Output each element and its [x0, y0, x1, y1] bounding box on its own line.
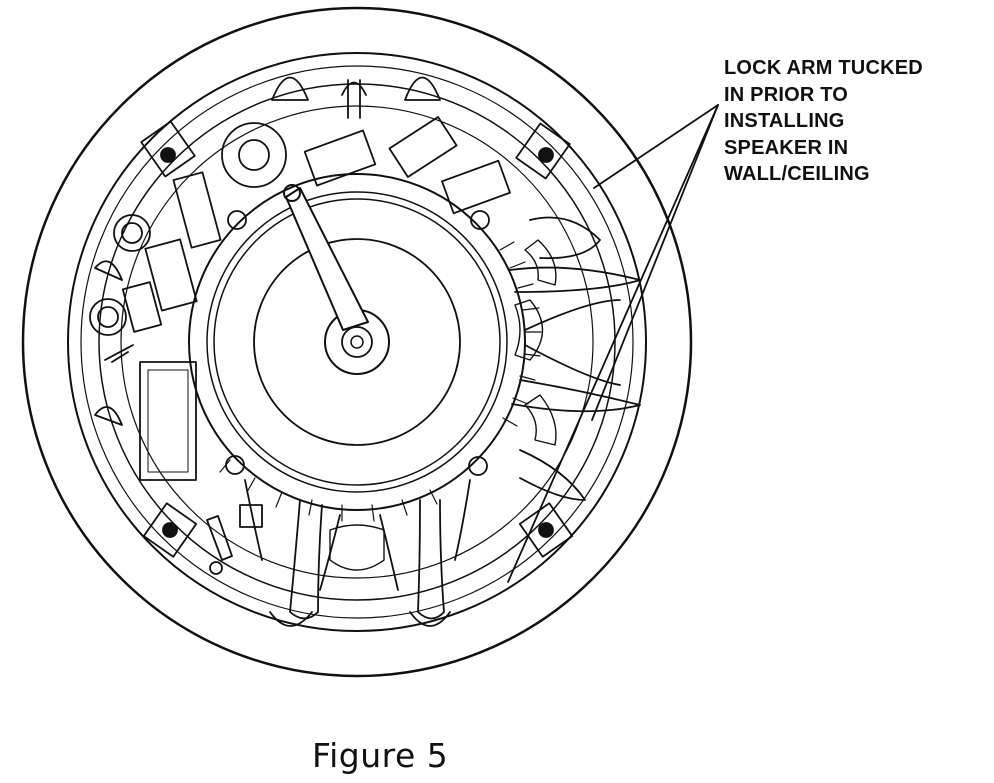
motor-ring-2	[206, 191, 508, 493]
capacitor-3	[441, 159, 511, 215]
lock-arm-callout: LOCK ARM TUCKED IN PRIOR TO INSTALLING S…	[724, 55, 986, 188]
resistor-3	[121, 281, 163, 333]
resistor-2	[144, 238, 198, 312]
callout-leaders	[507, 104, 719, 583]
capacitor-4	[139, 361, 197, 481]
frame-inner-edge	[80, 65, 634, 619]
basket-cutouts	[329, 239, 557, 571]
top-clip	[341, 79, 367, 119]
speaker-frame	[67, 52, 647, 632]
lock-arm	[283, 184, 369, 331]
center-pin	[350, 335, 364, 349]
motor-notches	[219, 241, 542, 522]
crossover-components	[89, 116, 511, 481]
center-post	[341, 326, 373, 358]
figure-caption: Figure 5	[312, 736, 449, 775]
outer-trim-ring	[21, 6, 693, 678]
motor-ring-3	[213, 198, 501, 486]
rim-tabs	[94, 76, 451, 627]
terminal-ring	[221, 122, 287, 188]
callout-line-2: IN PRIOR TO	[724, 83, 849, 106]
basket-ring-outer	[98, 83, 616, 601]
port-2	[89, 298, 127, 336]
magnet-face	[253, 238, 461, 446]
lock-lever	[206, 504, 263, 575]
motor-ring-outer	[188, 173, 526, 511]
callout-line-5: WALL/CEILING	[724, 163, 870, 185]
capacitor-2	[388, 116, 458, 178]
capacitor-1	[303, 129, 377, 187]
port-1	[113, 214, 151, 252]
resistor-1	[172, 171, 222, 249]
basket-ring	[120, 105, 594, 579]
hole-1	[227, 210, 247, 230]
callout-line-4: SPEAKER IN	[724, 136, 849, 159]
hole-4	[468, 456, 488, 476]
mounting-clamps	[140, 120, 574, 558]
callout-line-3: INSTALLING	[724, 110, 845, 132]
hole-2	[470, 210, 490, 230]
hole-3	[225, 455, 245, 475]
callout-line-1: LOCK ARM TUCKED	[724, 57, 923, 79]
